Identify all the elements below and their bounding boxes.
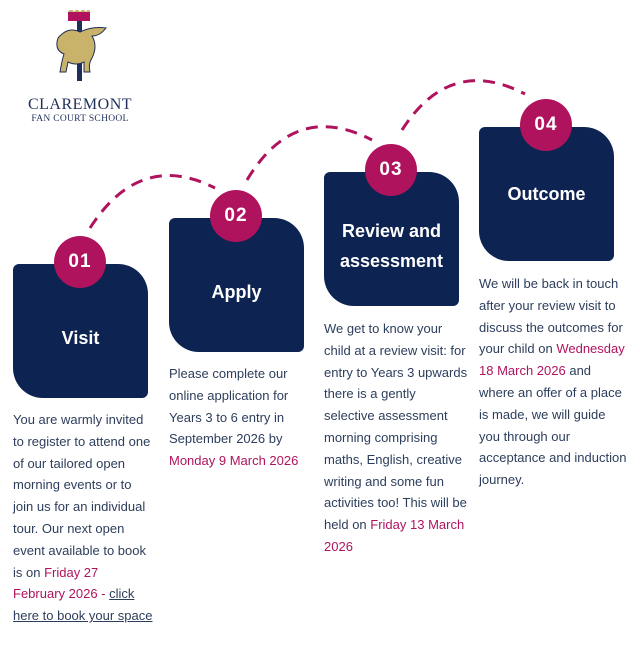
step-description: Please complete our online application f… (169, 363, 304, 472)
date-highlight: Wednesday 18 March 2026 (479, 341, 625, 379)
description-text-end: and where an offer of a place is made, w… (479, 363, 627, 488)
step-title: Apply (211, 282, 262, 302)
step-description: You are warmly invited to register to at… (13, 409, 153, 627)
date-highlight: Friday 27 February 2026 (13, 564, 99, 602)
logo-subtitle: FAN COURT SCHOOL (31, 114, 129, 124)
step-number-badge: 04 (520, 99, 572, 151)
step-description: We get to know your child at a review vi… (324, 318, 469, 558)
description-text: You are warmly invited to register to at… (13, 412, 151, 580)
description-text: Please complete our online application f… (169, 366, 289, 447)
step-title: Visit (61, 328, 100, 348)
date-highlight: Monday 9 March 2026 (169, 453, 299, 469)
dashed-arc-3 (400, 79, 526, 131)
step-title: Review and assessment (339, 221, 444, 271)
step-card-review: Review and assessment (324, 172, 459, 306)
step-title: Outcome (507, 184, 586, 204)
crest-icon (56, 8, 107, 81)
book-space-link[interactable]: click here to book your space (13, 586, 153, 624)
step-card-apply: Apply (169, 218, 304, 352)
school-logo: CLAREMONT FAN COURT SCHOOL (20, 8, 140, 124)
step-number-badge: 03 (365, 144, 417, 196)
separator: - (97, 586, 110, 602)
date-highlight: Friday 13 March 2026 (324, 517, 465, 554)
step-number-badge: 01 (54, 236, 106, 288)
logo-name: CLAREMONT (27, 96, 133, 113)
description-text: We will be back in touch after your revi… (479, 276, 623, 357)
step-number-badge: 02 (210, 190, 262, 242)
dashed-arc-1 (88, 174, 216, 229)
step-description: We will be back in touch after your revi… (479, 273, 629, 491)
dashed-arc-2 (245, 125, 373, 181)
description-text: We get to know your child at a review vi… (324, 321, 468, 533)
